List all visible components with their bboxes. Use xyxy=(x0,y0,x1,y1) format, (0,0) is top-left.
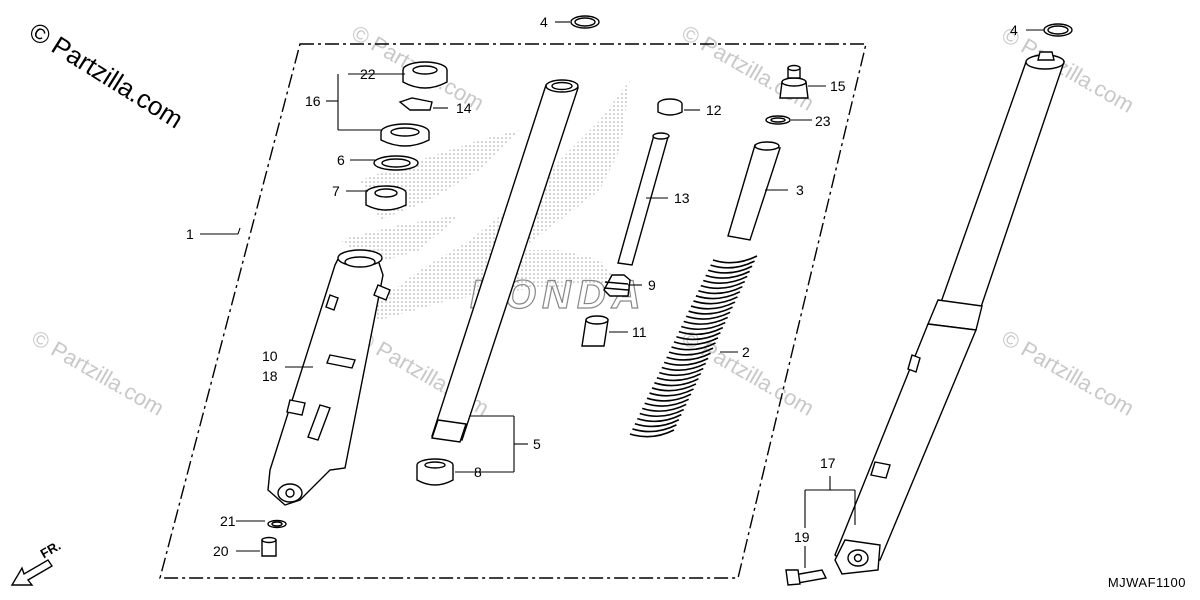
callout-17: 17 xyxy=(820,455,836,471)
leader-lines xyxy=(200,21,1044,568)
callout-1: 1 xyxy=(186,226,194,242)
fork-slider-left xyxy=(267,249,391,506)
callout-14: 14 xyxy=(456,100,472,116)
callout-7: 7 xyxy=(332,183,340,199)
callout-18: 18 xyxy=(262,368,278,384)
front-direction-arrow xyxy=(10,559,53,586)
callout-4b: 4 xyxy=(1010,22,1018,38)
bolt-parts xyxy=(261,519,828,586)
callout-12: 12 xyxy=(706,102,722,118)
callout-labels: 1 2 3 4 4 5 6 7 8 9 10 11 12 13 14 15 16… xyxy=(186,14,1018,559)
callout-23: 23 xyxy=(815,113,831,129)
callout-16: 16 xyxy=(305,93,321,109)
callout-9: 9 xyxy=(648,277,656,293)
fork-spring xyxy=(629,255,758,438)
oil-seal-stack xyxy=(365,61,448,211)
slide-bushing xyxy=(416,458,454,486)
callout-4a: 4 xyxy=(540,14,548,30)
diagram-code: MJWAF1100 xyxy=(1107,575,1186,590)
callout-20: 20 xyxy=(213,543,229,559)
damper-parts xyxy=(581,98,683,347)
callout-3: 3 xyxy=(796,182,804,198)
fork-bolt xyxy=(765,64,809,125)
fork-assembly-right xyxy=(834,51,1065,575)
callout-13: 13 xyxy=(674,190,690,206)
callout-5: 5 xyxy=(533,436,541,452)
callout-15: 15 xyxy=(830,78,846,94)
callout-6: 6 xyxy=(337,152,345,168)
callout-8: 8 xyxy=(474,464,482,480)
callout-10: 10 xyxy=(262,348,278,364)
callout-22: 22 xyxy=(360,66,376,82)
spring-collar xyxy=(727,141,781,241)
callout-19: 19 xyxy=(794,529,810,545)
callout-2: 2 xyxy=(742,344,750,360)
fork-inner-tube xyxy=(431,79,579,443)
assembly-border xyxy=(159,43,867,579)
callout-21: 21 xyxy=(220,513,236,529)
o-ring xyxy=(570,15,1073,37)
callout-11: 11 xyxy=(632,324,647,340)
